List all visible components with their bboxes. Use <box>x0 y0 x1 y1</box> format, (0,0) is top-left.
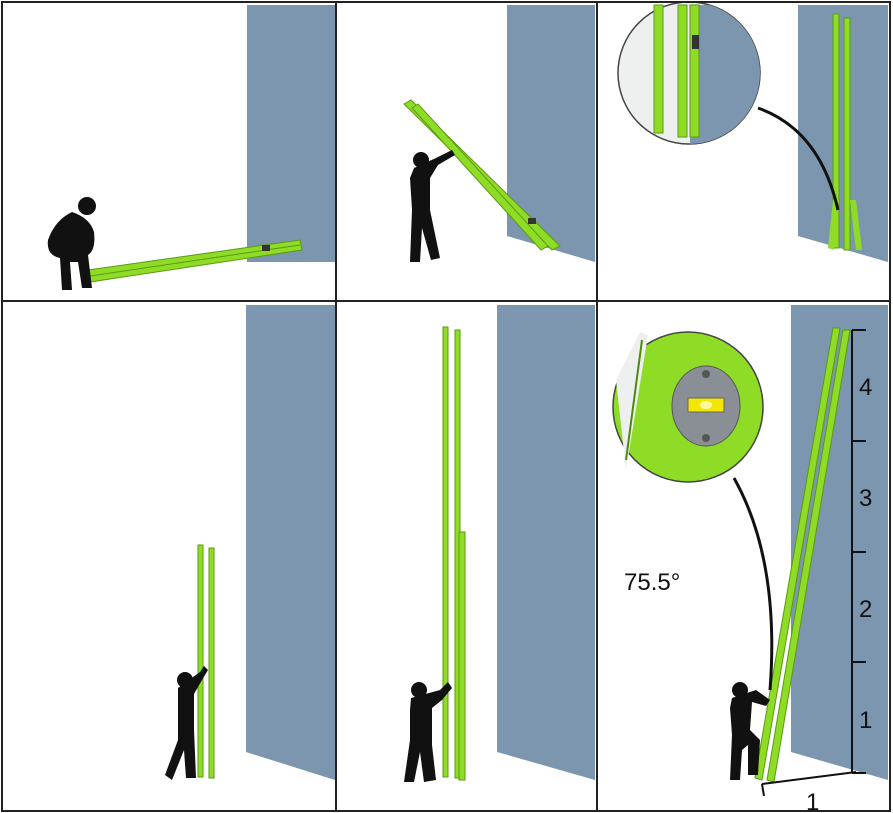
panel-1 <box>48 5 335 290</box>
ratio-label-4: 4 <box>859 374 872 401</box>
wall-icon <box>247 5 335 262</box>
magnifier-callout-icon <box>618 2 761 145</box>
wall-icon <box>246 305 335 780</box>
panel-5 <box>404 305 595 782</box>
bubble-level-callout <box>613 332 763 482</box>
ratio-label-2: 2 <box>859 596 872 623</box>
person-silhouette-icon <box>48 197 96 290</box>
panel-4 <box>165 305 335 780</box>
angle-label: 75.5° <box>624 569 680 596</box>
person-silhouette-icon <box>410 150 455 262</box>
wall-icon <box>497 305 595 780</box>
bubble-level-icon <box>672 366 740 446</box>
panel-2 <box>404 5 595 262</box>
ladder-icon <box>198 545 214 778</box>
panel-3 <box>618 2 888 262</box>
ladder-icon <box>443 327 465 780</box>
panel-6: 75.5° 1 2 3 4 1 <box>613 305 888 813</box>
wall-icon <box>798 5 888 262</box>
ratio-label-1: 1 <box>859 707 872 734</box>
ratio-label-3: 3 <box>859 485 872 512</box>
base-label: 1 <box>806 789 819 813</box>
